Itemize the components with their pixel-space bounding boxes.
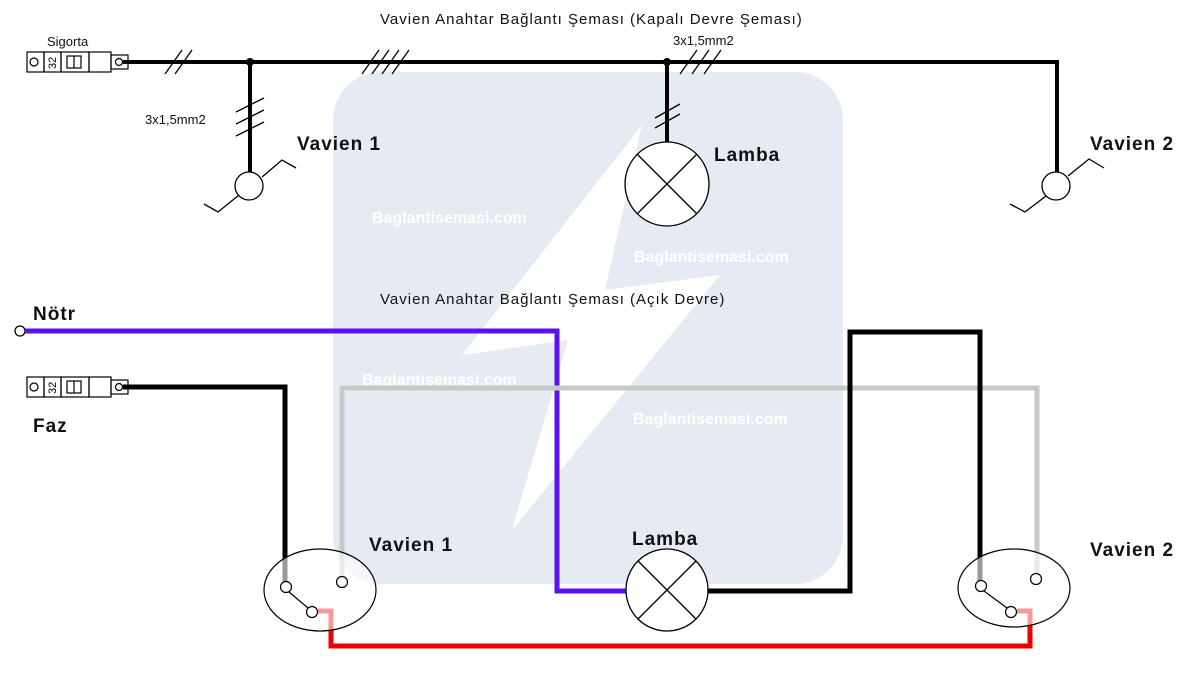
cable-tick-marks [164,49,722,137]
watermark-text-2: Baglantisemasi.com [634,249,789,266]
neutral-terminal-icon [14,325,26,337]
switch2-label-top: Vavien 2 [1090,134,1174,155]
junction-dot-1 [246,58,254,66]
cable-label-top: 3x1,5mm2 [673,33,734,48]
top-diagram-title: Vavien Anahtar Bağlantı Şeması (Kapalı D… [380,11,803,28]
switch1-label-bottom: Vavien 1 [369,535,453,556]
watermark-bolt-icon [462,125,720,530]
watermark-text-3: Baglantisemasi.com [362,372,517,389]
switch-icon-top-2 [1009,158,1105,213]
lamp-label-bottom: Lamba [632,529,698,550]
fuse-icon-top: 32 [26,51,129,73]
junction-dot-2 [663,58,671,66]
lamp-icon-top [624,141,710,227]
switch-icon-top-1 [203,159,297,213]
switch2-label-bottom: Vavien 2 [1090,540,1174,561]
switch1-label-top: Vavien 1 [297,134,381,155]
neutral-label: Nötr [33,304,76,325]
phase-wire [123,384,288,584]
phase-label: Faz [33,416,68,437]
fuse-label: Sigorta [47,34,89,49]
top-main-wire [123,60,1059,178]
watermark-text-1: Baglantisemasi.com [372,210,527,227]
cable-label-left: 3x1,5mm2 [145,112,206,127]
lamp-icon-bottom [625,548,709,632]
neutral-wire [25,328,627,594]
watermark-text-4: Baglantisemasi.com [633,411,788,428]
fuse-rating-top: 32 [47,57,59,69]
fuse-rating-bottom: 32 [47,382,59,394]
switch-icon-bottom-2 [957,548,1071,628]
watermark: Baglantisemasi.com Baglantisemasi.com Ba… [333,72,843,584]
traveler-wire-grey [339,385,1040,578]
lamp-label-top: Lamba [714,145,780,166]
fuse-icon-bottom: 32 [26,376,129,398]
switch-icon-bottom-1 [263,548,377,632]
lamp-return-wire [707,329,983,594]
bottom-diagram-title: Vavien Anahtar Bağlantı Şeması (Açık Dev… [380,291,725,308]
